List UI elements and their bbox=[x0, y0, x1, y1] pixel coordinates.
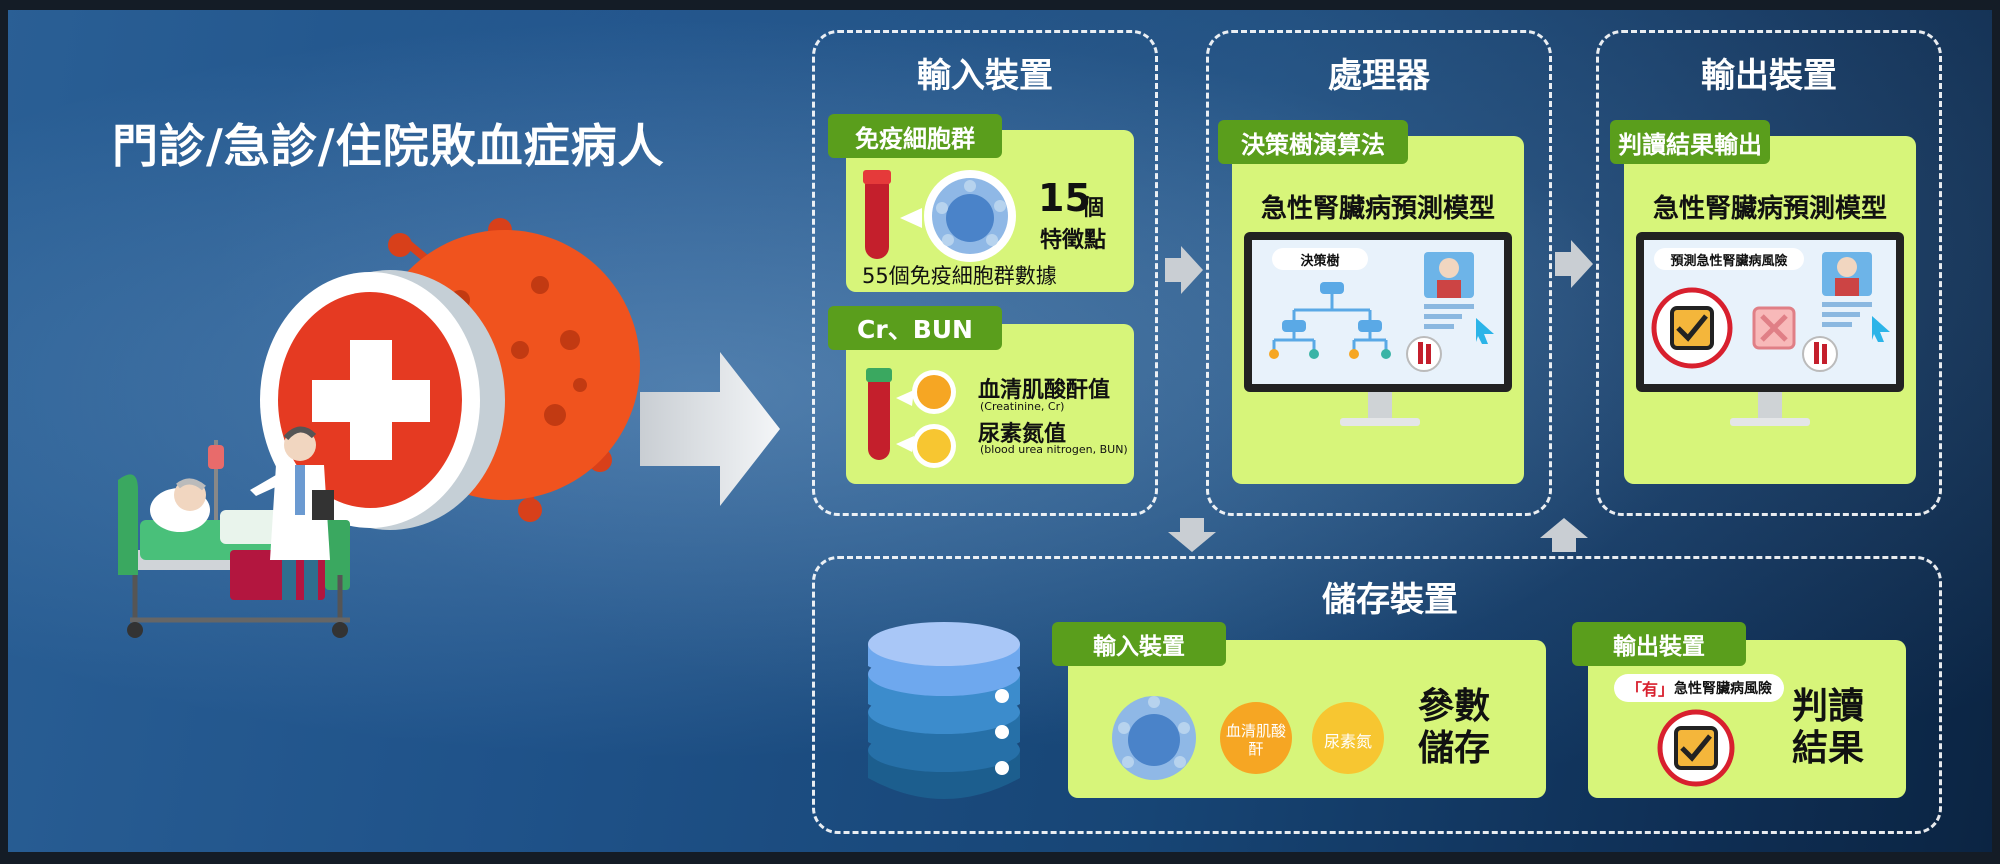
cr-bun-tag: Cr、BUN bbox=[828, 306, 1002, 350]
processor-panel bbox=[1206, 30, 1552, 516]
processor-title: 處理器 bbox=[1328, 56, 1430, 96]
storage-title: 儲存裝置 bbox=[1322, 580, 1458, 620]
storage-output-tag: 輸出裝置 bbox=[1572, 622, 1746, 666]
input-device-panel bbox=[812, 30, 1158, 516]
risk-screen-label: 預測急性腎臟病風險 bbox=[1670, 254, 1788, 269]
database-icon bbox=[868, 622, 1020, 799]
monitor-risk-result-icon bbox=[1636, 232, 1904, 426]
doctor-icon bbox=[250, 426, 334, 600]
judgement-result-label: 判讀結果 bbox=[1792, 686, 1865, 769]
decision-tree-tag: 決策樹演算法 bbox=[1218, 120, 1408, 164]
monitor-decision-tree-icon bbox=[1244, 232, 1512, 426]
cr-bun-card bbox=[846, 324, 1134, 484]
patient-illustration bbox=[118, 218, 640, 638]
result-output-tag: 判讀結果輸出 bbox=[1610, 120, 1770, 164]
frame-border bbox=[0, 0, 2000, 10]
feature-count-number: 15 bbox=[1038, 176, 1091, 220]
arrow-right-icon bbox=[1555, 240, 1593, 288]
frame-border bbox=[1992, 0, 2000, 864]
risk-quote-open: 「 bbox=[1626, 680, 1643, 699]
risk-text: 急性腎臟病風險 bbox=[1674, 681, 1773, 697]
storage-output-card bbox=[1588, 640, 1906, 798]
arrow-up-icon bbox=[1540, 518, 1588, 552]
blood-tube-lab-icon bbox=[866, 368, 956, 468]
bun-sub: (blood urea nitrogen, BUN) bbox=[980, 443, 1128, 456]
processor-model-label: 急性腎臟病預測模型 bbox=[1260, 194, 1495, 224]
feature-count-label: 特徵點 bbox=[1040, 228, 1107, 253]
output-model-label: 急性腎臟病預測模型 bbox=[1652, 194, 1887, 224]
bun-bubble-icon bbox=[1312, 702, 1384, 774]
creatinine-sub: (Creatinine, Cr) bbox=[980, 400, 1065, 413]
flow-arrow-icon bbox=[640, 352, 780, 506]
frame-border bbox=[0, 0, 8, 864]
decision-tree-screen-label: 決策樹 bbox=[1300, 254, 1340, 269]
input-device-title: 輸入裝置 bbox=[917, 56, 1053, 96]
creatinine-label: 血清肌酸酐值 bbox=[978, 378, 1111, 403]
immune-cell-icon bbox=[1112, 696, 1196, 780]
output-device-title: 輸出裝置 bbox=[1701, 56, 1837, 96]
immune-cell-tag: 免疫細胞群 bbox=[828, 114, 1002, 158]
frame-border bbox=[0, 852, 2000, 864]
arrow-right-icon bbox=[1165, 246, 1203, 294]
creatinine-bubble-icon bbox=[1220, 702, 1292, 774]
risk-pill: 「 有 」 急性腎臟病風險 bbox=[1614, 674, 1785, 702]
page-title: 門診/急診/住院敗血症病人 bbox=[112, 119, 665, 173]
bun-label: 尿素氮值 bbox=[978, 422, 1067, 447]
arrow-down-icon bbox=[1168, 518, 1216, 552]
risk-quote-close: 」 bbox=[1658, 680, 1675, 699]
feature-count-unit: 個 bbox=[1082, 196, 1105, 221]
medical-cross-icon bbox=[260, 270, 505, 530]
output-device-panel bbox=[1596, 30, 1942, 516]
blood-tube-cell-icon bbox=[863, 170, 1016, 262]
storage-panel bbox=[812, 556, 1942, 834]
parameter-storage-label: 參數儲存 bbox=[1418, 686, 1491, 769]
risk-you: 有 bbox=[1642, 680, 1659, 699]
storage-creatinine-bubble: 血清肌酸酐 bbox=[1225, 722, 1286, 758]
storage-bun-bubble: 尿素氮 bbox=[1323, 732, 1372, 751]
storage-input-tag: 輸入裝置 bbox=[1052, 622, 1226, 666]
check-result-icon bbox=[1657, 709, 1735, 787]
immune-data-caption: 55個免疫細胞群數據 bbox=[862, 264, 1057, 288]
